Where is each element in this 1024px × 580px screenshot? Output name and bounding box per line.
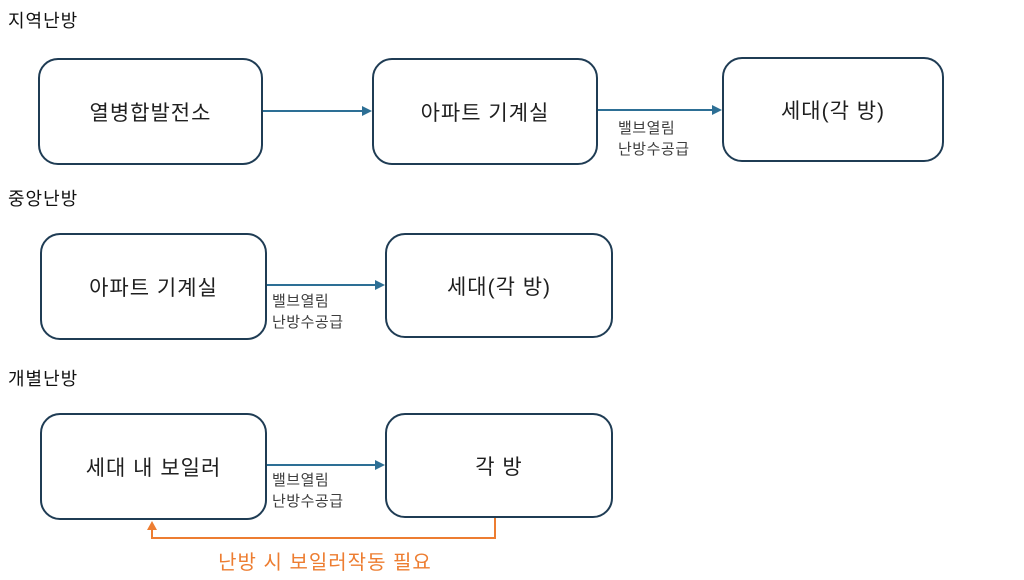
arrow-up-icon bbox=[147, 521, 157, 530]
section-title-district-heating: 지역난방 bbox=[8, 11, 79, 31]
node-label: 아파트 기계실 bbox=[420, 101, 550, 125]
arrow-line bbox=[263, 110, 363, 112]
edge-label-valve-open: 밸브열림 난방수공급 bbox=[272, 293, 344, 331]
node-label: 세대(각 방) bbox=[446, 275, 552, 299]
node-each-room: 각 방 bbox=[385, 413, 613, 518]
node-chp-plant: 열병합발전소 bbox=[38, 58, 263, 165]
node-label: 세대(각 방) bbox=[780, 99, 886, 123]
feedback-line-horizontal bbox=[151, 537, 496, 539]
edge-label-valve-open: 밸브열림 난방수공급 bbox=[618, 120, 690, 158]
node-label: 각 방 bbox=[475, 455, 523, 479]
feedback-line-down bbox=[494, 518, 496, 539]
section-title-individual-heating: 개별난방 bbox=[8, 369, 79, 389]
arrow-right-icon bbox=[375, 460, 385, 470]
arrow-line bbox=[267, 464, 376, 466]
node-household-each-room-2: 세대(각 방) bbox=[385, 233, 613, 338]
edge-label-valve-open: 밸브열림 난방수공급 bbox=[272, 472, 344, 510]
arrow-right-icon bbox=[712, 105, 722, 115]
arrow-line bbox=[598, 109, 713, 111]
node-household-each-room-1: 세대(각 방) bbox=[722, 57, 944, 162]
node-apartment-machine-room-1: 아파트 기계실 bbox=[372, 58, 598, 165]
node-label: 세대 내 보일러 bbox=[85, 456, 222, 480]
node-label: 아파트 기계실 bbox=[89, 276, 218, 300]
node-apartment-machine-room-2: 아파트 기계실 bbox=[40, 233, 267, 340]
node-label: 열병합발전소 bbox=[89, 101, 212, 125]
feedback-label-boiler-needed: 난방 시 보일러작동 필요 bbox=[218, 552, 432, 574]
feedback-line-up bbox=[151, 529, 153, 539]
arrow-right-icon bbox=[375, 280, 385, 290]
arrow-line bbox=[267, 284, 376, 286]
arrow-right-icon bbox=[362, 106, 372, 116]
section-title-central-heating: 중앙난방 bbox=[8, 189, 79, 209]
node-in-household-boiler: 세대 내 보일러 bbox=[40, 413, 267, 520]
